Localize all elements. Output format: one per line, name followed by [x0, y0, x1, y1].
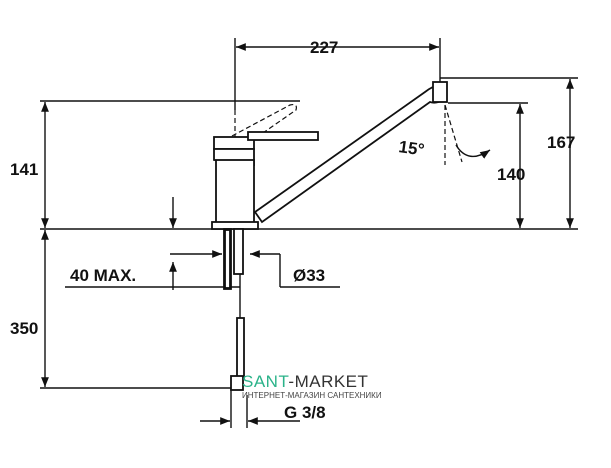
- dim-handle-height: 141: [10, 160, 38, 179]
- watermark-brand-part1: SANT: [242, 372, 289, 391]
- dim-total-height: 167: [547, 133, 575, 152]
- dim-connection-thread: G 3/8: [284, 403, 326, 422]
- watermark-brand-part2: -MARKET: [288, 372, 369, 391]
- watermark-tagline: ИНТЕРНЕТ-МАГАЗИН САНТЕХНИКИ: [242, 391, 382, 400]
- dim-max-deck-thickness: 40 MAX.: [70, 266, 136, 285]
- dim-spout-reach: 227: [310, 38, 338, 57]
- dim-hole-diameter: Ø33: [293, 266, 325, 285]
- dim-swivel-angle: 15°: [397, 137, 425, 159]
- dim-hose-length: 350: [10, 319, 38, 338]
- faucet-illustration: [211, 81, 448, 391]
- dim-spout-height: 140: [497, 165, 525, 184]
- dimension-lines: [41, 43, 574, 428]
- reference-lines: [40, 38, 578, 389]
- watermark-logo: SANT-MARKET ИНТЕРНЕТ-МАГАЗИН САНТЕХНИКИ: [242, 372, 382, 400]
